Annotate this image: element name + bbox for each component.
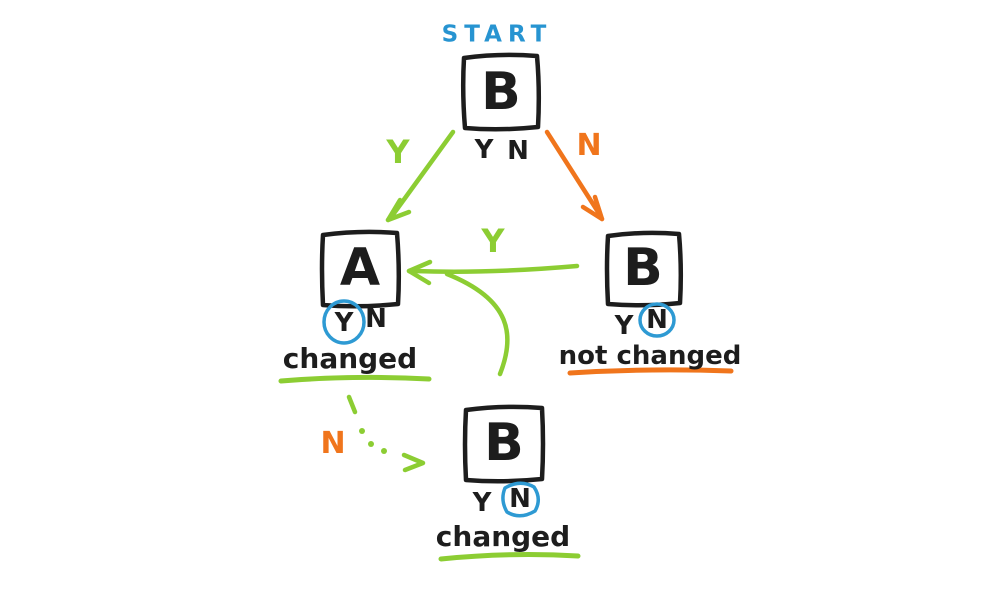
node-bottom-letter: B <box>484 413 524 473</box>
node-a-letter: A <box>339 238 381 298</box>
node-right-caption: not changed <box>558 341 742 371</box>
arrow-start-to-right <box>544 129 605 222</box>
node-right-letter: B <box>623 238 663 298</box>
node-box-a <box>319 229 402 309</box>
underline-a-changed <box>278 374 432 384</box>
node-top-letter: B <box>481 62 521 122</box>
underline-bottom-changed <box>438 552 581 562</box>
node-a-y: Y <box>334 308 354 338</box>
start-label: START <box>441 21 553 48</box>
underline-right-not-changed <box>567 367 734 376</box>
node-bottom-n: N <box>509 484 531 514</box>
curve-bottom-to-a <box>444 271 510 377</box>
arrow-start-to-a <box>385 129 456 223</box>
node-right-y: Y <box>614 311 634 341</box>
node-bottom-caption: changed <box>435 520 571 553</box>
node-a-caption: changed <box>282 342 418 375</box>
node-right-n: N <box>646 305 668 335</box>
edge-label-a-to-bottom: N <box>320 426 346 461</box>
node-top-y: Y <box>474 135 494 165</box>
edge-label-start-to-right: N <box>576 128 602 163</box>
node-box-right <box>604 230 684 308</box>
node-bottom-y: Y <box>472 488 492 518</box>
circle-right-n <box>638 302 676 338</box>
node-box-bottom <box>462 404 546 484</box>
circle-a-y <box>322 299 366 345</box>
node-box-top <box>460 52 542 132</box>
edge-label-right-to-a: Y <box>481 222 505 260</box>
node-top-n: N <box>507 136 529 166</box>
node-a-n: N <box>365 304 387 334</box>
arrow-a-to-bottom-dashed <box>346 394 426 473</box>
edge-label-start-to-a: Y <box>386 133 410 171</box>
arrow-right-to-a <box>406 259 580 286</box>
circle-bottom-n <box>501 481 540 518</box>
